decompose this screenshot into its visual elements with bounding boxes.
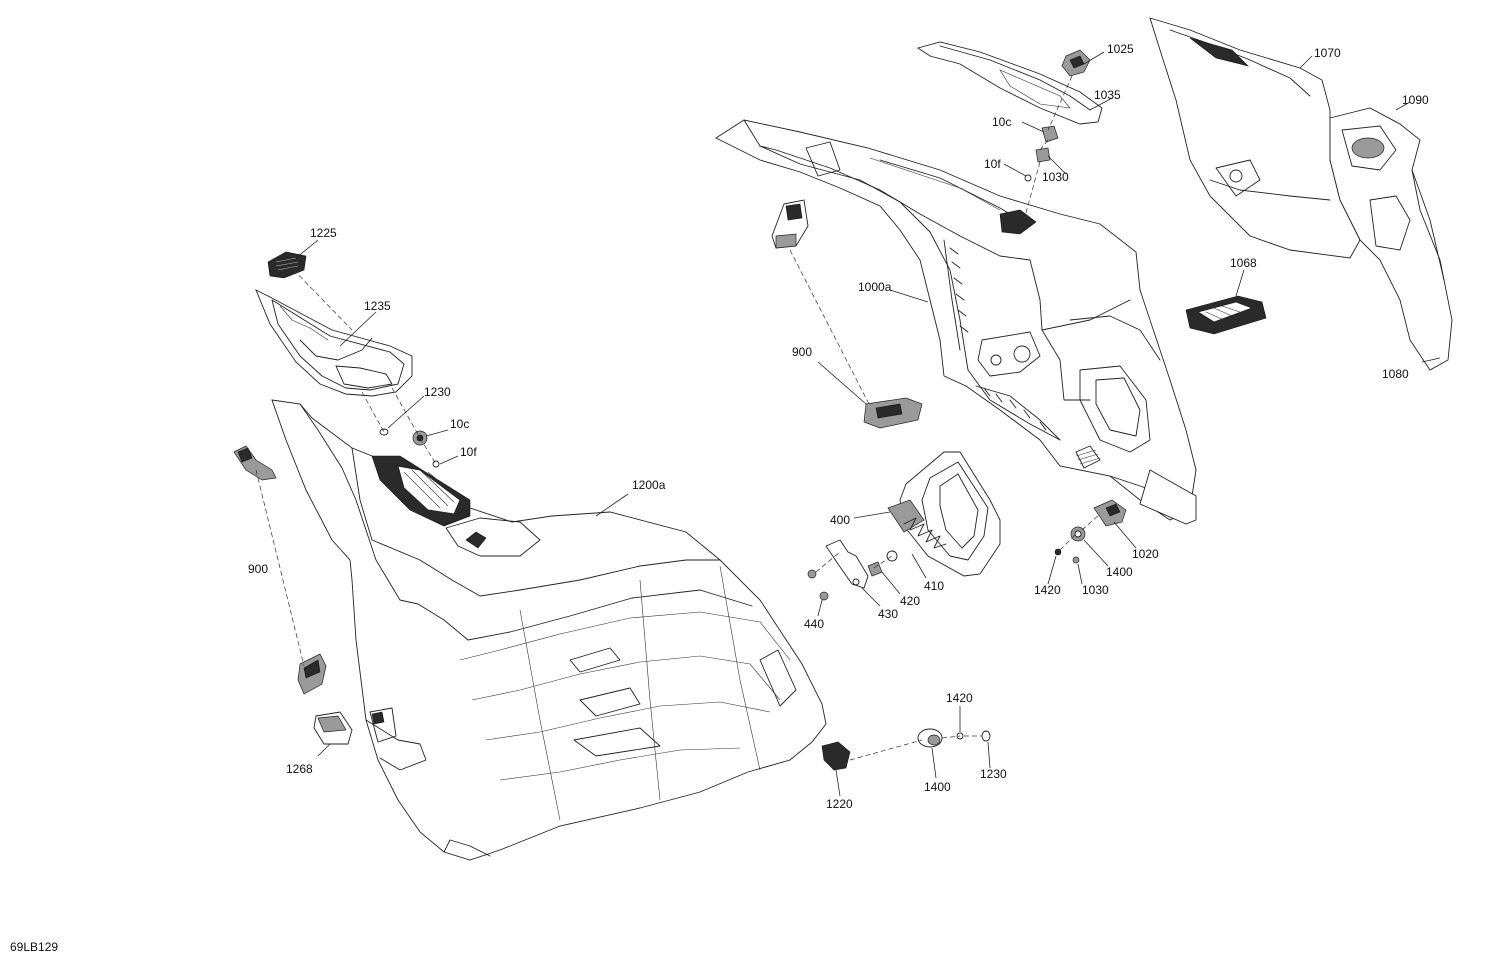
- callout-900-left: 900: [248, 562, 268, 576]
- callout-10f-top: 10f: [984, 157, 1001, 171]
- part-1030-screw-right: [1072, 556, 1080, 564]
- callout-1025: 1025: [1107, 42, 1134, 56]
- callout-1020: 1020: [1132, 547, 1159, 561]
- leader-lines: [295, 51, 1441, 797]
- part-1068-vent: [1185, 295, 1267, 335]
- part-1030-screw-top: [1035, 147, 1051, 163]
- callout-1420-right: 1420: [1034, 583, 1061, 597]
- part-1420-washer-right: [1054, 548, 1062, 556]
- part-410-spring: [903, 517, 947, 549]
- callout-1000a: 1000a: [858, 280, 892, 294]
- callout-900-right: 900: [792, 345, 812, 359]
- part-10f-screw-left: [432, 460, 440, 468]
- callout-1400-right: 1400: [1106, 565, 1133, 579]
- part-1400-grommet-bottom: [917, 728, 943, 748]
- callout-420: 420: [900, 594, 920, 608]
- part-430-latch: [825, 539, 869, 589]
- part-1200a-body-panel: [271, 399, 827, 861]
- part-hex-nut-middle: [886, 550, 898, 562]
- part-900-clip-right-upper: [771, 199, 809, 249]
- part-400-handle-housing: [887, 451, 1001, 577]
- part-1220-clip: [821, 741, 851, 771]
- callout-440: 440: [804, 617, 824, 631]
- callout-400: 400: [830, 513, 850, 527]
- part-440-screw-lower: [819, 591, 829, 601]
- part-900-clip-left-lower: [297, 653, 327, 695]
- callout-1035: 1035: [1094, 88, 1121, 102]
- part-440-screw-upper: [807, 569, 817, 579]
- callout-430: 430: [878, 607, 898, 621]
- callout-1268: 1268: [286, 762, 313, 776]
- callout-1030-top: 1030: [1042, 170, 1069, 184]
- part-10f-screw-top: [1024, 174, 1032, 182]
- callout-10c-top: 10c: [992, 115, 1011, 129]
- callout-1220: 1220: [826, 797, 853, 811]
- part-10c-nut-top: [1041, 125, 1059, 143]
- assembly-lines: [255, 75, 1101, 761]
- part-1268-cover: [313, 711, 353, 745]
- callout-410: 410: [924, 579, 944, 593]
- part-1235-frame: [255, 289, 413, 397]
- part-1020-clip: [1093, 499, 1127, 527]
- callout-1200a: 1200a: [632, 478, 666, 492]
- callout-1090: 1090: [1402, 93, 1429, 107]
- callout-labels: 1025 1035 1070 1090 10c 10f 1030 1068 10…: [248, 42, 1429, 811]
- callout-1230-bottom: 1230: [980, 767, 1007, 781]
- part-420-nut: [867, 561, 883, 577]
- callout-1030-right: 1030: [1082, 583, 1109, 597]
- part-1025-clip: [1061, 49, 1091, 77]
- callout-1225: 1225: [310, 226, 337, 240]
- callout-1420-bottom: 1420: [946, 691, 973, 705]
- part-900-clip-right-lower: [863, 397, 923, 429]
- callout-1068: 1068: [1230, 256, 1257, 270]
- callout-1080: 1080: [1382, 367, 1409, 381]
- callout-10f-left: 10f: [460, 445, 477, 459]
- part-1035-trim: [916, 41, 1103, 125]
- callout-1070: 1070: [1314, 46, 1341, 60]
- part-1400-grommet-right: [1070, 526, 1086, 542]
- callout-1400-bottom: 1400: [924, 780, 951, 794]
- callout-1230-left: 1230: [424, 385, 451, 399]
- part-1090-1080-side-panel: [1329, 107, 1453, 371]
- part-1000a-body-panel: [715, 119, 1197, 525]
- drawing-id: 69LB129: [10, 940, 59, 954]
- part-900-clip-left-upper: [233, 445, 277, 481]
- callout-1235: 1235: [364, 299, 391, 313]
- callout-10c-left: 10c: [450, 417, 469, 431]
- part-1230-washer-bottom: [981, 730, 991, 742]
- part-1225-vent: [267, 251, 307, 279]
- part-1230-washer-left: [379, 428, 389, 436]
